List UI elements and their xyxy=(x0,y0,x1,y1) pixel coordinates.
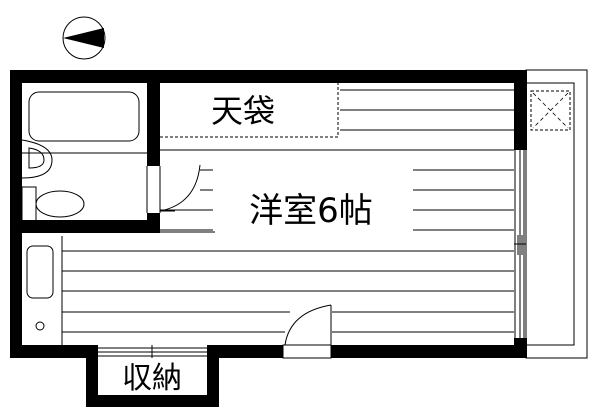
north-arrow-icon xyxy=(62,16,106,60)
flooring-lines xyxy=(61,89,514,345)
sink-icon xyxy=(26,245,54,299)
western-room-label: 洋室6帖 xyxy=(249,191,373,231)
hatch-icon xyxy=(530,90,571,131)
toilet-tank-icon xyxy=(21,186,37,222)
unit-bath xyxy=(21,91,147,222)
bathroom-door xyxy=(146,164,201,213)
window xyxy=(514,150,526,338)
balcony xyxy=(525,69,588,359)
walls xyxy=(10,70,527,407)
bathtub-icon xyxy=(28,91,140,142)
stove-icon xyxy=(35,321,45,331)
toilet-bowl-icon xyxy=(35,190,85,218)
sink-icon xyxy=(21,139,53,179)
attic-storage: 天袋 xyxy=(160,83,339,138)
entrance-door[interactable] xyxy=(282,304,332,359)
closet-door xyxy=(97,345,207,358)
attic-storage-label: 天袋 xyxy=(211,92,275,130)
closet-label: 収納 xyxy=(122,361,182,396)
kitchen xyxy=(26,245,54,331)
